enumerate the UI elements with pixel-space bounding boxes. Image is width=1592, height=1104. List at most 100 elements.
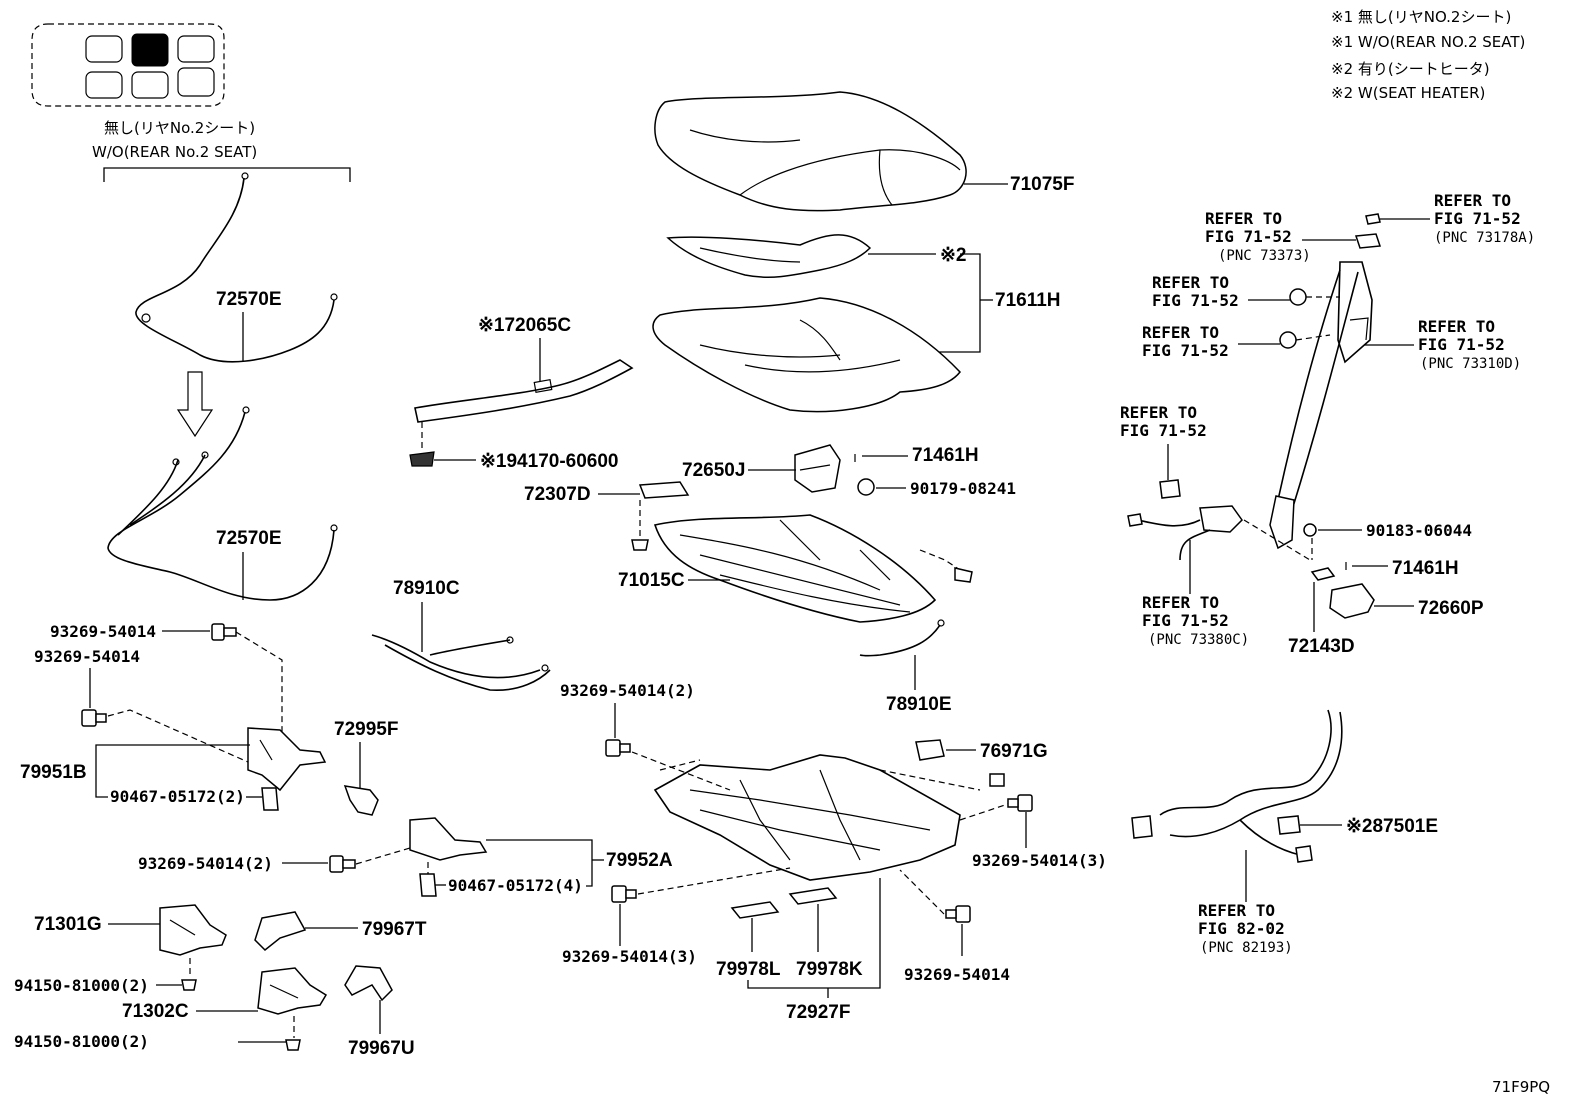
label-93269-54014-a: 93269-54014	[50, 622, 156, 641]
note-2-en: ※2 W(SEAT HEATER)	[1331, 84, 1485, 102]
ref-7-line-1: REFER TO	[1142, 593, 1219, 612]
bolt-icon	[605, 739, 631, 757]
bracket-79951b-drawing	[247, 727, 327, 792]
seat-position-inset	[31, 23, 225, 107]
label-72570e-lower: 72570E	[216, 528, 282, 549]
label-72650j: 72650J	[682, 460, 745, 481]
ref-2-line-3: (PNC 73178A)	[1434, 230, 1535, 246]
ref-7-line-3: (PNC 73380C)	[1148, 632, 1249, 648]
ref-1-line-3: (PNC 73373)	[1218, 248, 1311, 264]
ref-6-line-1: REFER TO	[1120, 403, 1197, 422]
label-93269-54014-2-center: 93269-54014(2)	[560, 681, 695, 700]
label-90179-08241: 90179-08241	[910, 479, 1016, 498]
selected-seat-icon	[131, 33, 169, 67]
label-78910e: 78910E	[886, 694, 952, 715]
label-90467-05172-2: 90467-05172(2)	[110, 787, 245, 806]
bracket-72307d-drawing	[638, 481, 690, 499]
ref-7-line-2: FIG 71-52	[1142, 611, 1229, 630]
ref-2-line-1: REFER TO	[1434, 191, 1511, 210]
undercover-72927f-drawing	[653, 754, 981, 881]
bolt-icon	[1007, 794, 1033, 812]
seat-heater-pad-drawing	[666, 234, 872, 279]
harness-78910e-drawing	[859, 619, 945, 657]
anchor-72660p-drawing	[1329, 583, 1375, 619]
ref-5-line-1: REFER TO	[1418, 317, 1495, 336]
bolt-icon	[81, 709, 107, 727]
label-72927f: 72927F	[786, 1002, 850, 1023]
ref-2-line-2: FIG 71-52	[1434, 209, 1521, 228]
ref-6-line-2: FIG 71-52	[1120, 421, 1207, 440]
cable-72570e-upper-drawing	[135, 172, 338, 363]
bolt-icon	[329, 855, 356, 873]
label-71015c: 71015C	[618, 570, 685, 591]
note-1-en: ※1 W/O(REAR NO.2 SEAT)	[1331, 33, 1525, 51]
seat-frame-drawing	[653, 514, 937, 623]
pads-7997-drawing	[730, 887, 838, 919]
strap-72065c-drawing	[414, 359, 634, 423]
label-71461h-lower: 71461H	[1392, 558, 1459, 579]
seat-pad-drawing	[652, 297, 961, 413]
label-78910c: 78910C	[393, 578, 460, 599]
label-90467-05172-4: 90467-05172(4)	[448, 876, 583, 895]
label-93269-54014-3-center: 93269-54014(3)	[562, 947, 697, 966]
seat-belt-drawing	[1269, 261, 1373, 550]
label-72570e-upper: 72570E	[216, 289, 282, 310]
label-79951b: 79951B	[20, 762, 87, 783]
label-76971g: 76971G	[980, 741, 1048, 762]
arrow-down-icon	[176, 371, 214, 438]
label-72995f: 72995F	[334, 719, 398, 740]
label-94170-60600: ※194170-60600	[480, 451, 618, 472]
label-72307d: 72307D	[524, 484, 591, 505]
note-2-ja: ※2 有り(シートヒータ)	[1331, 60, 1490, 78]
label-79967u: 79967U	[348, 1038, 415, 1059]
label-93269-54014-3-right: 93269-54014(3)	[972, 851, 1107, 870]
harness-78910c-drawing	[371, 634, 551, 691]
ref-5-line-2: FIG 71-52	[1418, 335, 1505, 354]
label-71461h-upper: 71461H	[912, 445, 979, 466]
figure-code: 71F9PQ	[1492, 1078, 1550, 1096]
label-72660p: 72660P	[1418, 598, 1484, 619]
bolt-icon	[945, 905, 971, 923]
buckle-sensor-drawing	[1127, 505, 1243, 561]
label-79978k: 79978K	[796, 959, 863, 980]
label-72143d: 72143D	[1288, 636, 1355, 657]
label-79967t: 79967T	[362, 919, 427, 940]
recliner-71302c-drawing	[257, 967, 328, 1015]
ref-8-line-1: REFER TO	[1198, 901, 1275, 920]
bracket-79952a-drawing	[409, 817, 488, 861]
inset-label-en: W/O(REAR No.2 SEAT)	[92, 143, 257, 161]
label-90183-06044: 90183-06044	[1366, 521, 1472, 540]
ref-4-line-2: FIG 71-52	[1142, 341, 1229, 360]
ref-8-line-3: (PNC 82193)	[1200, 940, 1293, 956]
bolt-icon	[611, 885, 637, 903]
cable-72570e-lower-drawing	[107, 406, 338, 601]
seat-cushion-drawing	[654, 91, 967, 212]
label-71302c: 71302C	[122, 1001, 189, 1022]
bracket-72995f-drawing	[343, 785, 379, 816]
label-94150-81000-2-upper: 94150-81000(2)	[14, 976, 149, 995]
ref-8-line-2: FIG 82-02	[1198, 919, 1285, 938]
label-79952a: 79952A	[606, 850, 673, 871]
label-87501e: ※287501E	[1346, 816, 1438, 837]
ref-3-line-2: FIG 71-52	[1152, 291, 1239, 310]
label-93269-54014-2-left: 93269-54014(2)	[138, 854, 273, 873]
label-71611h: 71611H	[995, 290, 1061, 311]
ref-1-line-1: REFER TO	[1205, 209, 1282, 228]
ref-4-line-1: REFER TO	[1142, 323, 1219, 342]
ref-3-line-1: REFER TO	[1152, 273, 1229, 292]
ref-1-line-2: FIG 71-52	[1205, 227, 1292, 246]
label-71301g: 71301G	[34, 914, 102, 935]
recliner-71301g-drawing	[159, 904, 227, 956]
harness-87501e-drawing	[1131, 709, 1343, 863]
ref-5-line-3: (PNC 73310D)	[1420, 356, 1521, 372]
bolt-icon	[211, 623, 237, 641]
label-72065c: ※172065C	[478, 315, 571, 336]
label-71075f: 71075F	[1010, 174, 1074, 195]
label-94150-81000-2-lower: 94150-81000(2)	[14, 1032, 149, 1051]
adjuster-72650j-drawing	[794, 444, 841, 493]
note-1-ja: ※1 無し(リヤNO.2シート)	[1331, 8, 1511, 26]
label-79978l: 79978L	[716, 959, 781, 980]
label-93269-54014-c: 93269-54014	[904, 965, 1010, 984]
